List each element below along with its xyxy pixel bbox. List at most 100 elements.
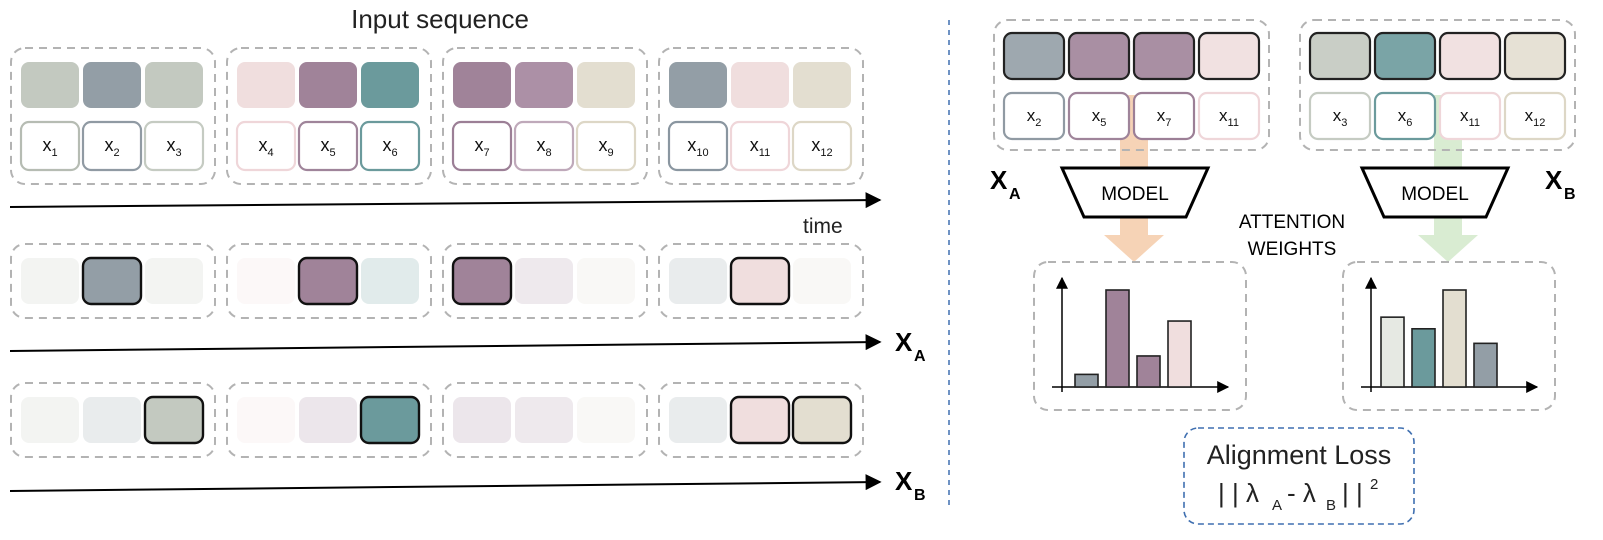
selected-token-color-x2 xyxy=(1002,31,1066,81)
xb-model-label: X B xyxy=(1545,165,1576,203)
svg-text:| |: | | xyxy=(1342,478,1363,508)
token-label-x7: x7 xyxy=(1157,106,1172,129)
token-color-x11 xyxy=(731,62,789,108)
svg-text:X: X xyxy=(990,165,1008,195)
svg-text:B: B xyxy=(914,487,926,504)
chart-b-bar-2 xyxy=(1411,327,1436,388)
chart-b-bar-4 xyxy=(1473,342,1498,388)
token-box-x10 xyxy=(667,120,729,172)
selected-token-box-x6 xyxy=(1373,91,1437,141)
token-cell-x7 xyxy=(451,256,513,306)
segment-group xyxy=(226,47,432,185)
token-cell-x9 xyxy=(577,397,635,443)
attention-label-line2: WEIGHTS xyxy=(1248,239,1337,260)
token-cell-x4 xyxy=(237,258,295,304)
svg-text:- λ: - λ xyxy=(1287,478,1316,508)
chart-a-bar-4 xyxy=(1167,320,1192,388)
svg-text:MODEL: MODEL xyxy=(1101,184,1169,205)
chart-a-bar-3 xyxy=(1136,355,1161,388)
alignment-loss-title: Alignment Loss xyxy=(1207,440,1392,470)
selected-token-box-x11 xyxy=(1438,91,1502,141)
selected-token-color-x6 xyxy=(1373,31,1437,81)
token-box-x9 xyxy=(575,120,637,172)
selected-token-box-x2 xyxy=(1002,91,1066,141)
token-label-x8: x8 xyxy=(536,135,551,159)
attention-chart-a xyxy=(1033,261,1247,411)
chart-a-bar-1 xyxy=(1074,373,1099,388)
model-b: MODEL xyxy=(1359,166,1511,219)
token-color-x5 xyxy=(299,62,357,108)
svg-text:X: X xyxy=(895,466,913,496)
token-cell-x5 xyxy=(299,397,357,443)
time-axis-arrow xyxy=(9,192,882,209)
attention-label-line1: ATTENTION xyxy=(1239,212,1345,233)
selected-token-box-x11 xyxy=(1197,91,1261,141)
token-color-x6 xyxy=(361,62,419,108)
selected-token-color-x7 xyxy=(1132,31,1196,81)
token-cell-x8 xyxy=(515,258,573,304)
token-label-x5: x5 xyxy=(1092,106,1107,129)
segment-group xyxy=(442,47,648,185)
token-color-x12 xyxy=(793,62,851,108)
token-box-x4 xyxy=(235,120,297,172)
token-cell-x6 xyxy=(361,258,419,304)
token-cell-x3 xyxy=(143,395,205,445)
token-label-x7: x7 xyxy=(474,135,489,159)
token-cell-x1 xyxy=(21,258,79,304)
token-box-x1 xyxy=(19,120,81,172)
token-color-x3 xyxy=(145,62,203,108)
token-cell-x7 xyxy=(453,397,511,443)
token-label-x4: x4 xyxy=(258,135,273,159)
chart-b-bar-3 xyxy=(1442,289,1467,388)
xb-axis-arrow xyxy=(9,474,882,492)
token-label-x11: x11 xyxy=(1460,106,1480,129)
token-box-x5 xyxy=(297,120,359,172)
token-cell-x3 xyxy=(145,258,203,304)
token-cell-x11 xyxy=(729,395,791,445)
xb-row-label: X B xyxy=(895,466,926,504)
selected-token-box-x3 xyxy=(1308,91,1372,141)
token-box-x12 xyxy=(791,120,853,172)
svg-text:A: A xyxy=(914,348,926,365)
selected-token-box-x5 xyxy=(1067,91,1131,141)
chart-a-bar-2 xyxy=(1105,289,1130,388)
token-label-x1: x1 xyxy=(42,135,57,159)
model-a: MODEL xyxy=(1059,166,1211,219)
segment-group xyxy=(10,382,216,458)
token-label-x12: x12 xyxy=(811,135,832,159)
token-label-x3: x3 xyxy=(166,135,181,159)
token-cell-x12 xyxy=(793,258,851,304)
token-color-x4 xyxy=(237,62,295,108)
token-label-x6: x6 xyxy=(1398,106,1413,129)
segment-group xyxy=(226,382,432,458)
xa-subsampled-row xyxy=(10,243,864,319)
svg-text:2: 2 xyxy=(1370,476,1378,493)
svg-text:X: X xyxy=(895,327,913,357)
input-sequence-title: Input sequence xyxy=(351,4,529,34)
token-label-x11: x11 xyxy=(750,135,770,159)
token-color-x8 xyxy=(515,62,573,108)
svg-text:A: A xyxy=(1272,497,1282,514)
selected-token-color-x5 xyxy=(1067,31,1131,81)
svg-text:B: B xyxy=(1564,186,1576,203)
segment-group xyxy=(658,382,864,458)
token-cell-x8 xyxy=(515,397,573,443)
token-label-x6: x6 xyxy=(382,135,397,159)
token-color-x9 xyxy=(577,62,635,108)
time-label: time xyxy=(803,215,843,238)
segment-group xyxy=(658,47,864,185)
token-cell-x10 xyxy=(669,258,727,304)
token-cell-x6 xyxy=(359,395,421,445)
segment-group xyxy=(10,243,216,319)
token-color-x7 xyxy=(453,62,511,108)
token-label-x2: x2 xyxy=(1027,106,1042,129)
token-box-x11 xyxy=(729,120,791,172)
token-color-x1 xyxy=(21,62,79,108)
xa-row-label: X A xyxy=(895,327,926,365)
alignment-loss-box: Alignment Loss | | λ A - λ B | | 2 xyxy=(1183,427,1415,525)
xa-axis-arrow xyxy=(9,334,882,352)
segment-group xyxy=(442,243,648,319)
